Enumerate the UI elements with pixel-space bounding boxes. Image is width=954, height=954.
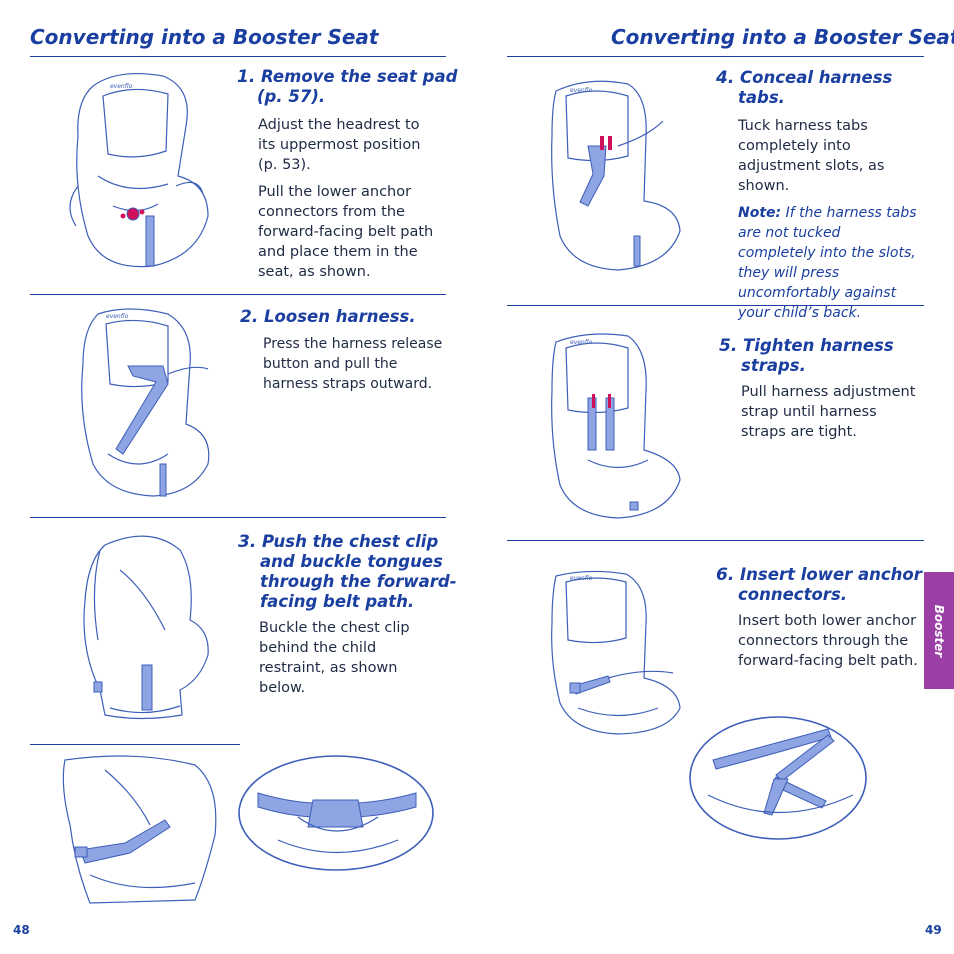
step2-title-text: Loosen harness. [264, 307, 416, 326]
step1-rule [30, 294, 446, 295]
step1-illustration: evenflo [69, 72, 209, 268]
step1-paragraph-1: Adjust the headrest to its uppermost pos… [258, 117, 421, 173]
step4-title-line1: Conceal harness [740, 68, 893, 87]
step4-note-text: If the harness tabs are not tucked compl… [738, 205, 917, 321]
rear-view-illustration [62, 755, 217, 904]
step3-illustration [83, 535, 209, 720]
step1-title-line1: Remove the seat pad [261, 67, 458, 86]
brand-logo: evenflo [570, 87, 593, 94]
step6-title-line2: connectors. [738, 585, 848, 604]
step4-note-label: Note: [738, 205, 782, 221]
right-page-heading: Converting into a Booster Seat [611, 25, 954, 49]
step3-rule [30, 744, 240, 745]
booster-side-tab: Booster [924, 572, 954, 689]
step5-paragraph-1: Pull harness adjustment strap until harn… [741, 384, 916, 440]
booster-side-tab-label: Booster [932, 604, 946, 657]
step4-number: 4. [716, 68, 735, 88]
step2-number: 2. [240, 307, 259, 327]
step6-illustration: evenflo [551, 570, 681, 735]
step3-title-line4: facing belt path. [260, 592, 415, 611]
step5-number: 5. [719, 336, 738, 356]
left-page-number: 48 [13, 923, 30, 937]
step4-title-line2: tabs. [738, 88, 785, 107]
step6-title: 6. Insert lower anchor connectors. [716, 565, 922, 605]
step2-title: 2. Loosen harness. [240, 307, 416, 327]
brand-logo: evenflo [570, 575, 593, 582]
step6-title-line1: Insert lower anchor [740, 565, 922, 584]
brand-logo: evenflo [106, 313, 129, 320]
left-page-heading: Converting into a Booster Seat [30, 25, 379, 49]
step1-title: 1. Remove the seat pad (p. 57). [237, 67, 457, 107]
step3-number: 3. [238, 532, 257, 552]
step2-rule [30, 517, 446, 518]
chest-clip-closeup [238, 755, 434, 871]
step5-title-line2: straps. [741, 356, 806, 375]
step6-number: 6. [716, 565, 735, 585]
step6-paragraph-1: Insert both lower anchor connectors thro… [738, 613, 918, 669]
step3-title: 3. Push the chest clip and buckle tongue… [238, 532, 457, 612]
heading-rule [30, 56, 446, 57]
step3-title-line2: and buckle tongues [260, 552, 443, 571]
step5-title-line1: Tighten harness [743, 336, 894, 355]
step3-title-line3: through the forward- [260, 572, 457, 591]
step3-title-line1: Push the chest clip [262, 532, 439, 551]
step2-illustration: evenflo [81, 308, 210, 497]
step4-title: 4. Conceal harness tabs. [716, 68, 892, 108]
step1-title-line2: (p. 57). [257, 87, 326, 106]
brand-logo: evenflo [110, 83, 133, 90]
step5-title: 5. Tighten harness straps. [719, 336, 894, 376]
heading-rule [507, 56, 924, 57]
step4-illustration: evenflo [551, 80, 681, 271]
step1-paragraph-2: Pull the lower anchor connectors from th… [258, 184, 434, 280]
step5-rule [507, 540, 924, 541]
step4-rule [507, 305, 924, 306]
step5-illustration: evenflo [551, 333, 681, 519]
brand-logo: evenflo [570, 339, 593, 346]
step3-paragraph-1: Buckle the chest clip behind the child r… [259, 620, 410, 696]
step2-paragraph-1: Press the harness release button and pul… [263, 336, 443, 392]
anchor-connectors-closeup [689, 716, 867, 840]
right-page-number: 49 [925, 923, 942, 937]
step1-number: 1. [237, 67, 256, 87]
step4-note: Note: If the harness tabs are not tucked… [738, 203, 918, 323]
step4-paragraph-1: Tuck harness tabs completely into adjust… [738, 118, 885, 194]
